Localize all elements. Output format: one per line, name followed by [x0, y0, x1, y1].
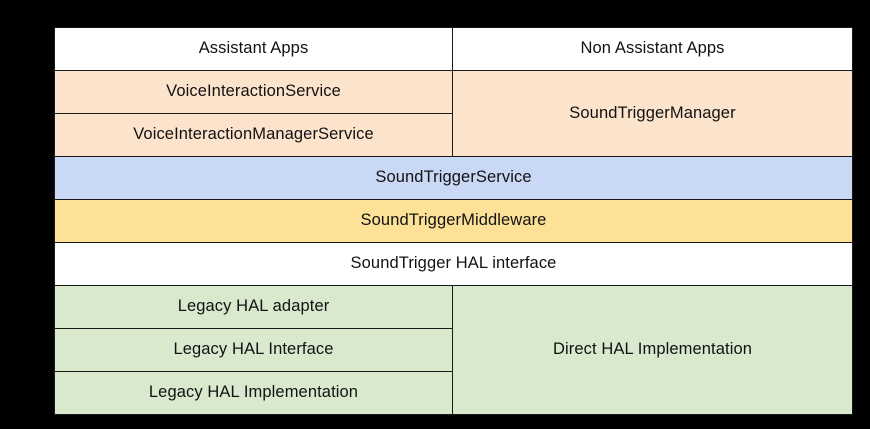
table-row: Assistant Apps Non Assistant Apps [54, 27, 853, 71]
soundtrigger-architecture-table: Assistant Apps Non Assistant Apps VoiceI… [54, 27, 853, 415]
cell-voice-interaction-service: VoiceInteractionService [54, 70, 453, 114]
cell-legacy-hal-interface: Legacy HAL Interface [54, 328, 453, 372]
table-row: SoundTriggerMiddleware [54, 199, 853, 243]
cell-legacy-hal-adapter: Legacy HAL adapter [54, 285, 453, 329]
table-row: Legacy HAL Implementation [54, 371, 853, 415]
table-row: VoiceInteractionService SoundTriggerMana… [54, 70, 853, 157]
cell-sound-trigger-hal-interface: SoundTrigger HAL interface [54, 242, 853, 286]
cell-sound-trigger-middleware: SoundTriggerMiddleware [54, 199, 853, 243]
cell-non-assistant-apps: Non Assistant Apps [452, 27, 853, 71]
cell-sound-trigger-manager: SoundTriggerManager [452, 70, 853, 157]
table-row: SoundTrigger HAL interface [54, 242, 853, 286]
table-row: VoiceInteractionManagerService [54, 113, 853, 157]
table-row: SoundTriggerService [54, 156, 853, 200]
cell-sound-trigger-service: SoundTriggerService [54, 156, 853, 200]
table-row: Legacy HAL Interface [54, 328, 853, 372]
cell-voice-interaction-manager-service: VoiceInteractionManagerService [54, 113, 453, 157]
cell-direct-hal-implementation: Direct HAL Implementation [452, 285, 853, 415]
cell-legacy-hal-implementation: Legacy HAL Implementation [54, 371, 453, 415]
cell-assistant-apps: Assistant Apps [54, 27, 453, 71]
table-row: Legacy HAL adapter Direct HAL Implementa… [54, 285, 853, 415]
